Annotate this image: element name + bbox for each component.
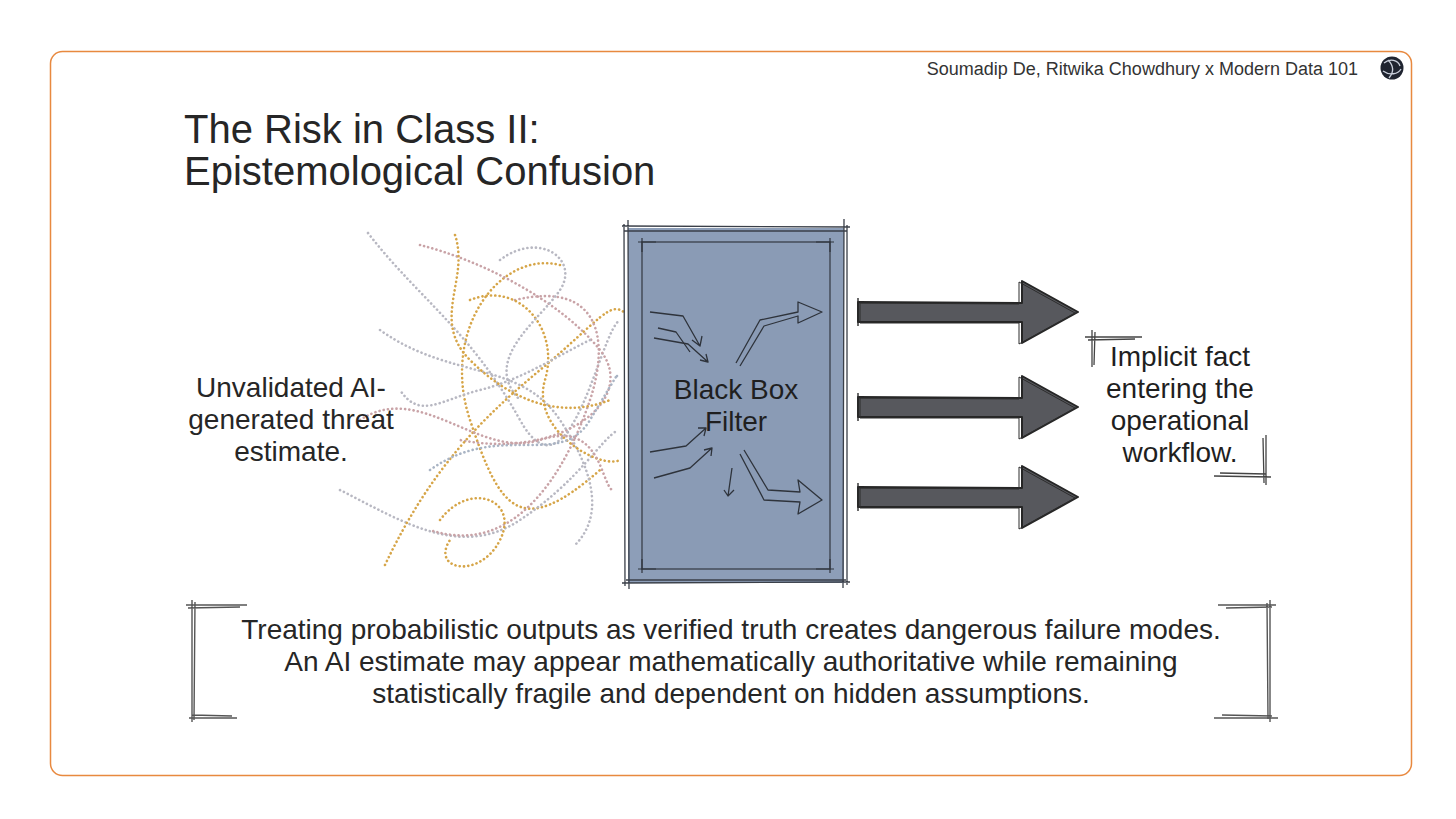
connector-arrow xyxy=(858,281,1078,344)
caption-text: Treating probabilistic outputs as verifi… xyxy=(231,614,1231,710)
filter-inner-arrow xyxy=(724,468,734,496)
filter-fill xyxy=(628,228,844,583)
right-bracket xyxy=(1214,600,1278,722)
filter-inner-arrow xyxy=(650,312,702,346)
tangle-line xyxy=(368,233,620,445)
filter-inner-arrow xyxy=(736,302,822,366)
arrow-sketch xyxy=(860,467,1075,529)
logo-swirl xyxy=(1383,60,1401,78)
filter-inner-corners xyxy=(638,238,834,573)
fact-callout: Implicit fact entering the operational w… xyxy=(1080,295,1280,515)
arrow-body xyxy=(858,281,1078,343)
filter-inner-arrow xyxy=(658,328,690,352)
connector-arrow xyxy=(858,376,1078,439)
arrow-body xyxy=(858,466,1078,528)
card-border xyxy=(51,52,1412,776)
connector-arrow xyxy=(858,466,1078,529)
node-text: Black Box Filter xyxy=(661,374,811,438)
tangle-line xyxy=(440,498,505,566)
filter-inner-arrow xyxy=(740,450,822,514)
filter-inner-arrow xyxy=(650,428,706,452)
tangle-line xyxy=(400,340,590,406)
tangle-line xyxy=(452,235,610,408)
tangle-line xyxy=(430,375,617,470)
node-text-holder: Implicit fact entering the operational w… xyxy=(1080,295,1280,515)
arrow-body xyxy=(858,376,1078,438)
arrow-sketch xyxy=(860,282,1075,344)
arrow-tail-cap xyxy=(857,298,858,326)
node-text-holder: Black Box Filter xyxy=(628,228,844,583)
filter-inner-arrow xyxy=(654,448,712,478)
black-box-filter: Black Box Filter xyxy=(628,228,844,583)
caption-brackets xyxy=(186,600,1278,722)
input-label: Unvalidated AI-generated threat estimate… xyxy=(186,372,396,468)
node-text: Implicit fact entering the operational w… xyxy=(1090,341,1270,469)
logo xyxy=(1381,57,1404,80)
filter-inner-fill xyxy=(642,242,830,569)
filter-sketch-outline xyxy=(622,219,850,589)
tangle-line xyxy=(462,263,600,508)
tangle-line xyxy=(430,296,599,535)
arrow-tail-cap xyxy=(857,393,858,421)
logo-circle xyxy=(1381,57,1404,80)
author-credit: Soumadip De, Ritwika Chowdhury x Modern … xyxy=(927,58,1358,80)
arrow-sketch xyxy=(860,377,1075,439)
arrow-tail-cap xyxy=(857,483,858,511)
slide-title: The Risk in Class II: Epistemological Co… xyxy=(184,108,704,192)
tangle-line xyxy=(360,409,612,490)
tangle-line xyxy=(500,248,565,400)
left-bracket xyxy=(186,600,247,722)
filter-inner-arrow xyxy=(654,338,708,362)
